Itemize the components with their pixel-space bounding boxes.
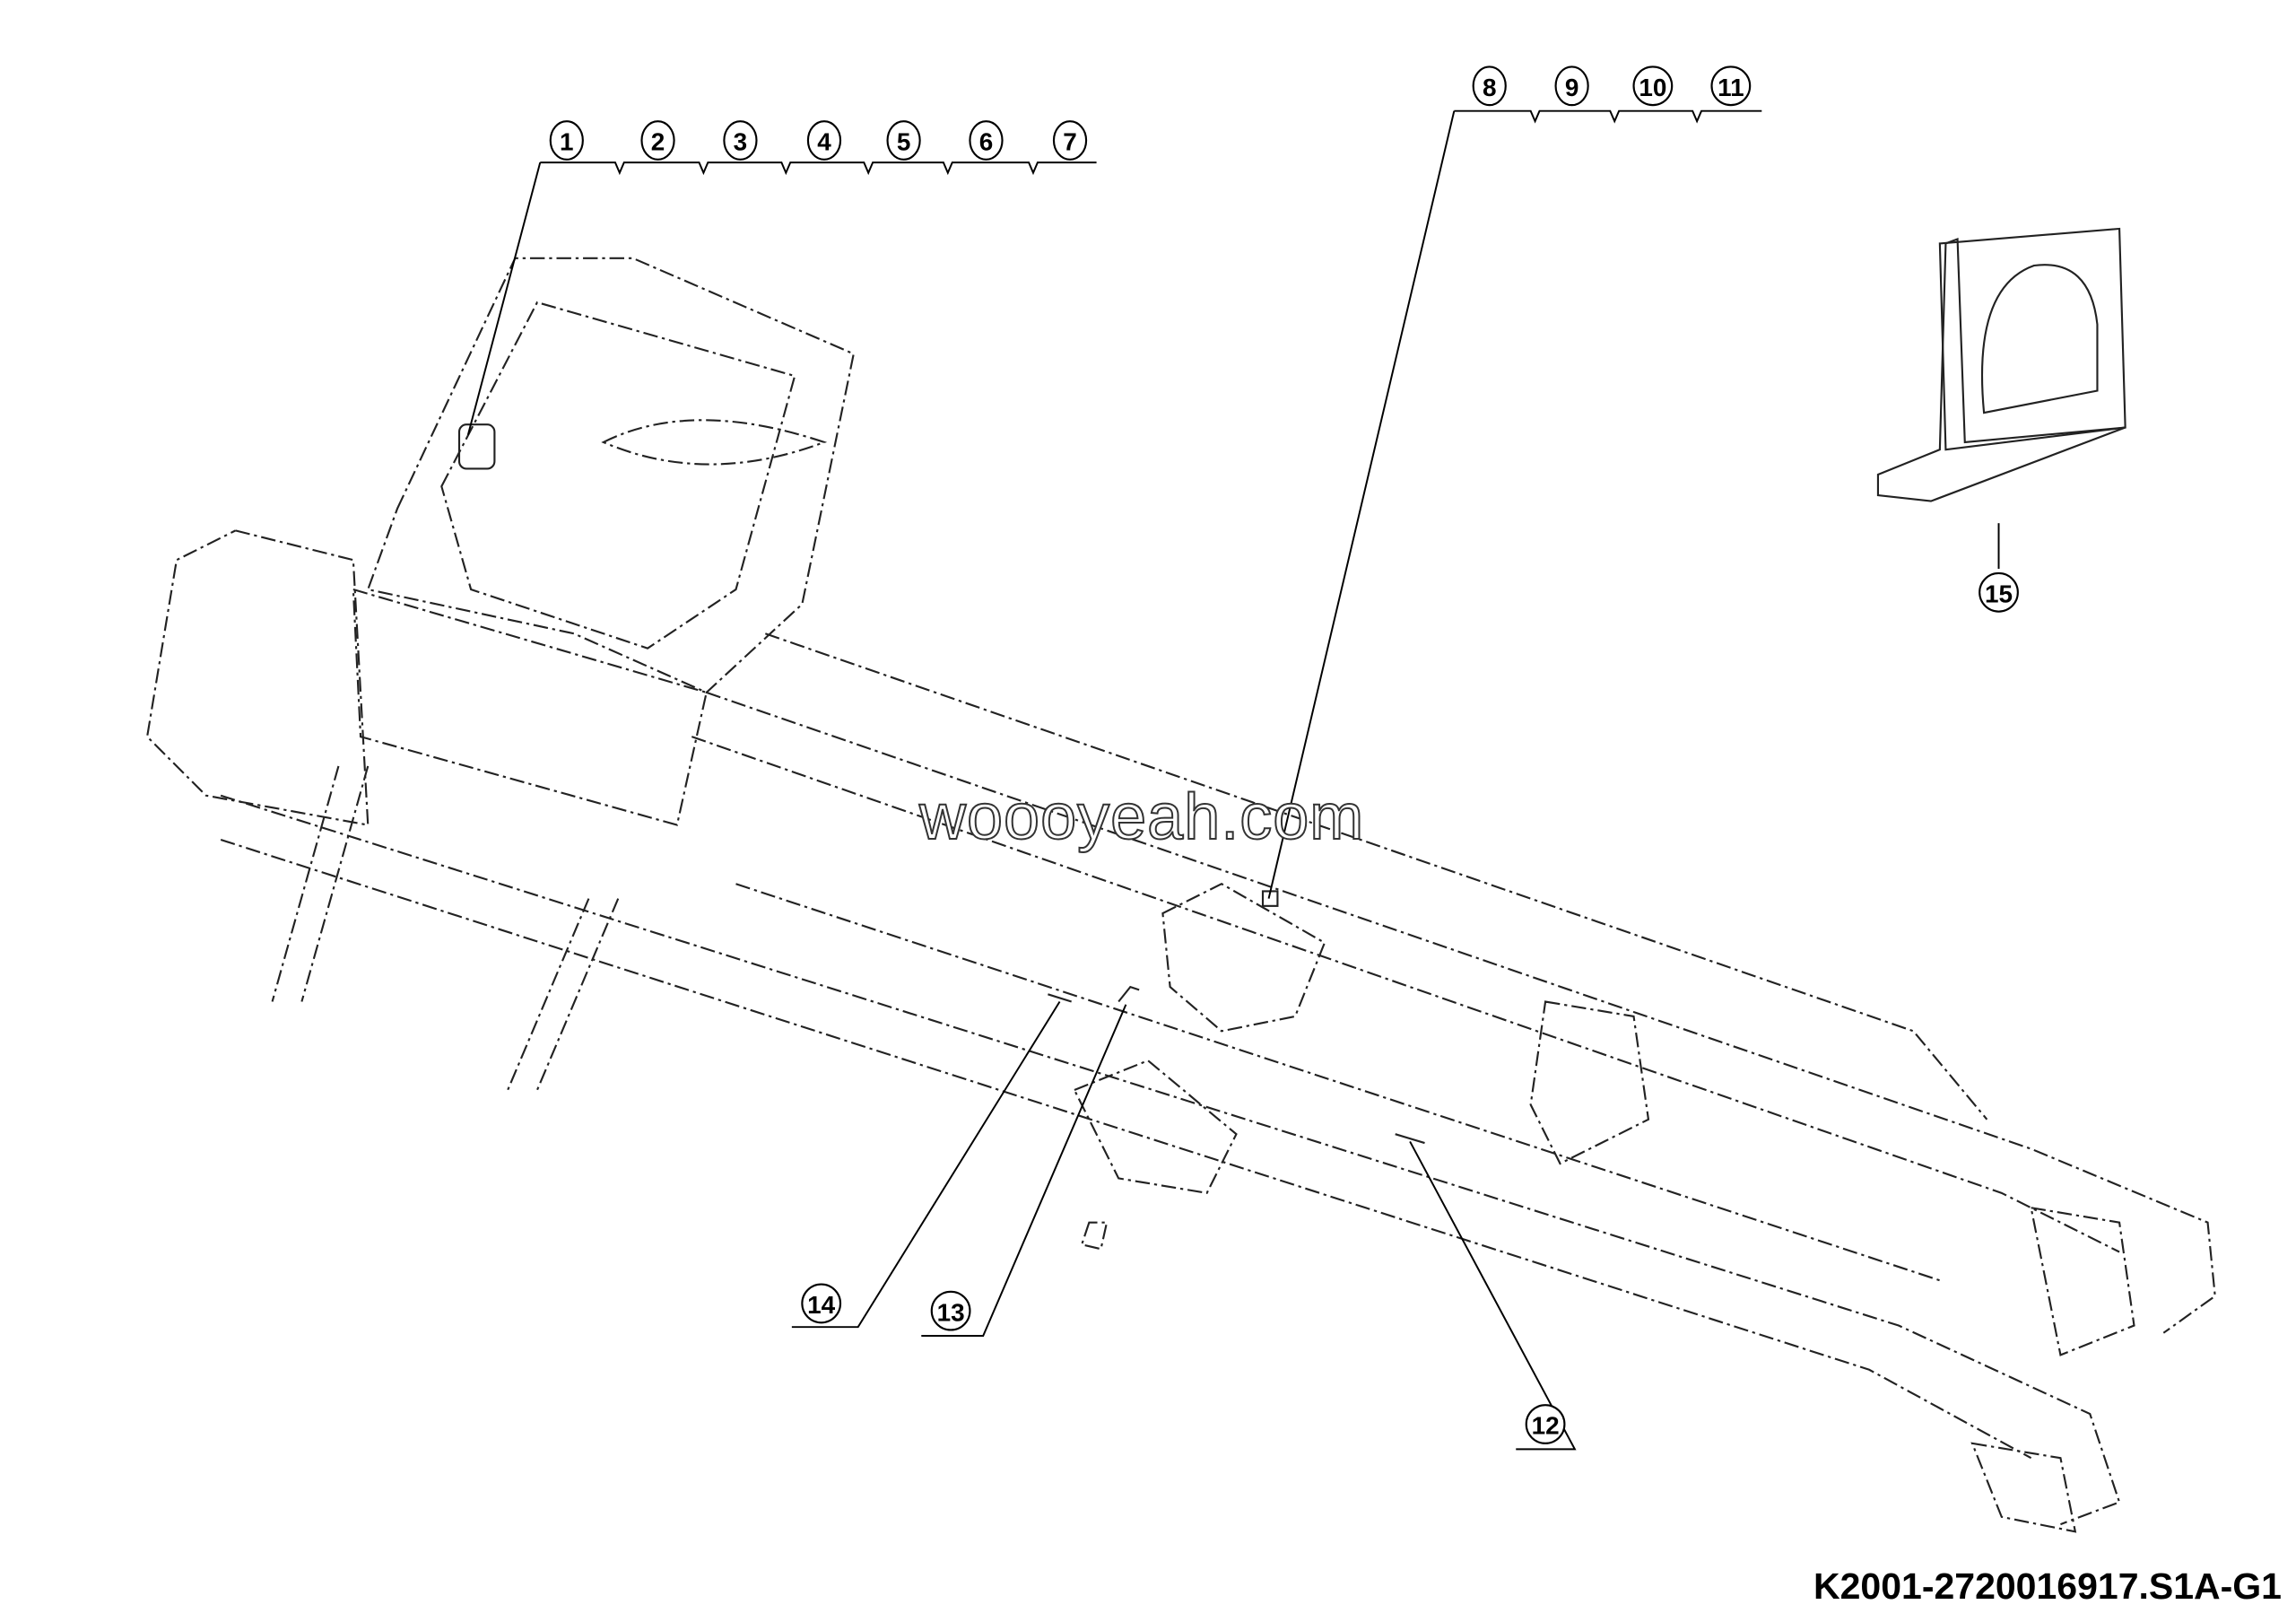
callout-12: 12 <box>1525 1404 1566 1444</box>
callout-circle <box>723 120 758 161</box>
callout-15: 15 <box>1979 571 2019 613</box>
callout-2: 2 <box>640 120 675 161</box>
callout-10: 10 <box>1632 65 1674 107</box>
callout-circle <box>640 120 675 161</box>
callout-number: 8 <box>1483 74 1497 101</box>
callout-number: 14 <box>807 1291 836 1319</box>
callout-circle <box>1525 1404 1566 1444</box>
leader-lines <box>466 109 2000 1451</box>
watermark: woooyeah.com <box>918 780 1365 854</box>
callout-number: 12 <box>1532 1412 1560 1440</box>
callout-1: 1 <box>549 120 584 161</box>
callout-circle <box>1472 65 1507 107</box>
callout-number: 7 <box>1063 128 1077 156</box>
callout-7: 7 <box>1052 120 1088 161</box>
bracket-15-illustration <box>1876 227 2126 502</box>
callout-5: 5 <box>886 120 921 161</box>
drawing-code: K2001-2720016917.S1A-G1 <box>1813 1565 2282 1607</box>
callout-circle <box>1979 571 2019 613</box>
callout-8: 8 <box>1472 65 1507 107</box>
callout-number: 15 <box>1985 580 2013 607</box>
callout-circle <box>806 120 842 161</box>
callout-circle <box>930 1290 971 1331</box>
callout-circle <box>1710 65 1752 107</box>
callout-circle <box>1554 65 1589 107</box>
callout-13: 13 <box>930 1290 971 1331</box>
callout-9: 9 <box>1554 65 1589 107</box>
callout-circle <box>1052 120 1088 161</box>
callout-number: 11 <box>1718 74 1744 101</box>
callout-circle <box>886 120 921 161</box>
chassis-frame <box>145 257 2216 1533</box>
callout-number: 10 <box>1639 74 1666 101</box>
callout-6: 6 <box>969 120 1004 161</box>
callout-number: 6 <box>979 128 994 156</box>
callout-circle <box>549 120 584 161</box>
callout-number: 2 <box>651 128 665 156</box>
callout-circle <box>801 1283 842 1324</box>
callout-number: 9 <box>1565 74 1579 101</box>
callout-number: 4 <box>817 128 831 156</box>
callout-circle <box>969 120 1004 161</box>
callout-number: 13 <box>937 1298 965 1326</box>
callout-14: 14 <box>801 1283 842 1324</box>
callout-3: 3 <box>723 120 758 161</box>
callout-number: 5 <box>897 128 911 156</box>
callout-circle <box>1632 65 1674 107</box>
callout-number: 1 <box>560 128 574 156</box>
callout-number: 3 <box>734 128 748 156</box>
callout-4: 4 <box>806 120 842 161</box>
callout-11: 11 <box>1710 65 1752 107</box>
